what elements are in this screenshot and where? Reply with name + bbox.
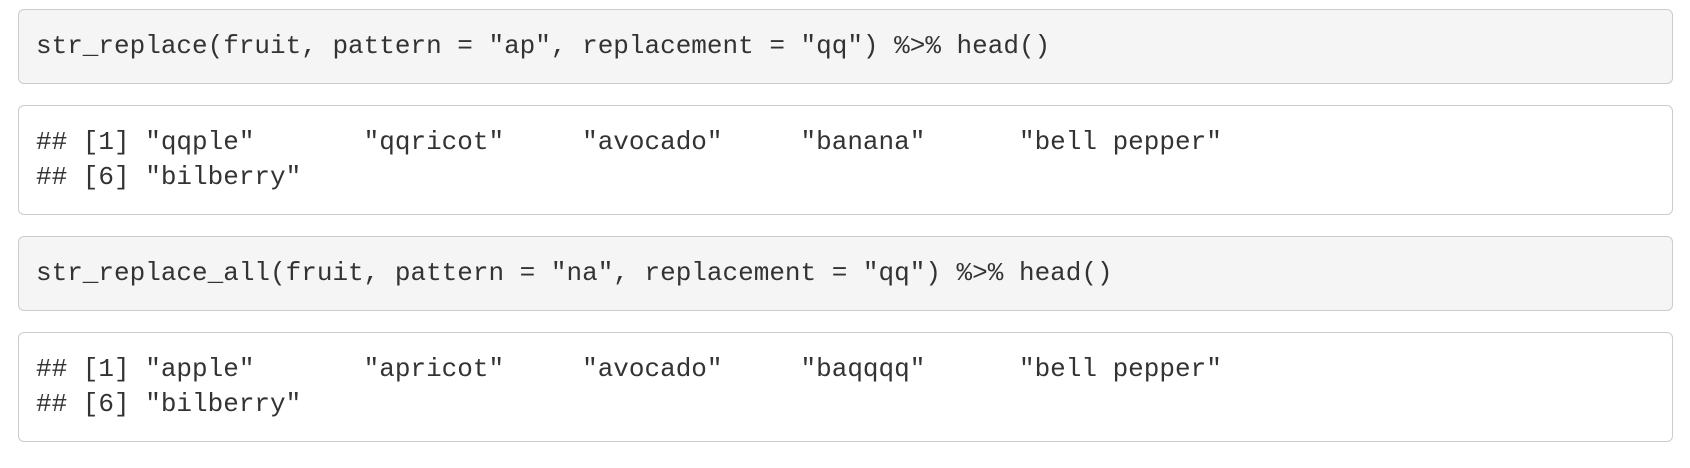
code-chunk-str-replace-all: str_replace_all(fruit, pattern = "na", r… <box>18 236 1673 311</box>
rmarkdown-document-body: str_replace(fruit, pattern = "ap", repla… <box>18 9 1673 442</box>
output-chunk-str-replace-all: ## [1] "apple" "apricot" "avocado" "baqq… <box>18 332 1673 442</box>
output-chunk-str-replace: ## [1] "qqple" "qqricot" "avocado" "bana… <box>18 105 1673 215</box>
code-chunk-str-replace: str_replace(fruit, pattern = "ap", repla… <box>18 9 1673 84</box>
